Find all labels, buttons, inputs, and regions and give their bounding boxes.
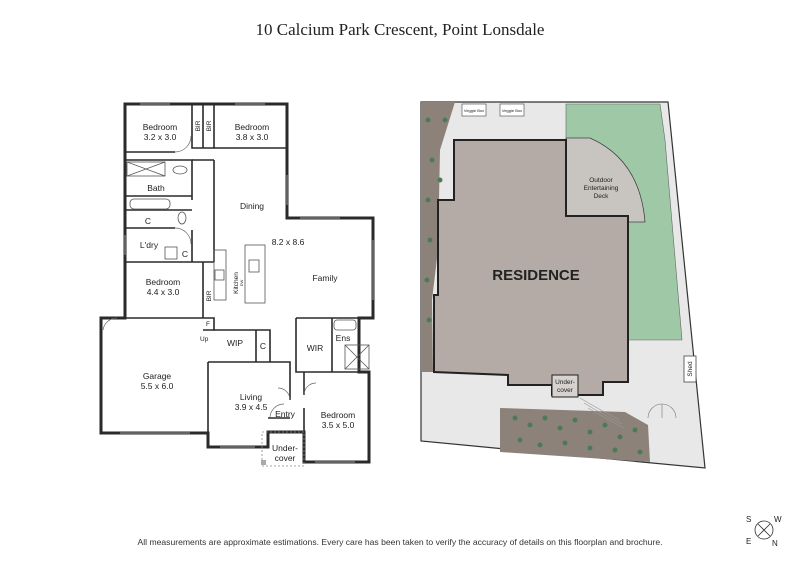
compass-e: E bbox=[746, 537, 751, 546]
room-bath-label: Bath bbox=[147, 183, 165, 193]
room-bedroom4-dims: 3.5 x 5.0 bbox=[322, 420, 355, 430]
room-garage-dims: 5.5 x 6.0 bbox=[141, 381, 174, 391]
room-bir3-label: BIR bbox=[206, 290, 213, 301]
interior-walls bbox=[100, 104, 359, 433]
room-garage-label: Garage bbox=[143, 371, 172, 381]
room-bedroom1-dims: 3.2 x 3.0 bbox=[144, 132, 177, 142]
room-bir2-label: BIR bbox=[206, 120, 213, 131]
room-main-dims: 8.2 x 8.6 bbox=[272, 237, 305, 247]
compass-n: N bbox=[772, 539, 778, 548]
room-living2-dims: 3.9 x 4.5 bbox=[235, 402, 268, 412]
room-wip-label: WIP bbox=[227, 338, 243, 348]
door-swings bbox=[102, 135, 317, 419]
room-entry-label: Entry bbox=[275, 409, 296, 419]
room-bedroom3-label: Bedroom bbox=[146, 277, 181, 287]
room-living2-label: Living bbox=[240, 392, 262, 402]
room-laundry-label: L'dry bbox=[140, 240, 159, 250]
room-cupboard2-label: C bbox=[182, 249, 188, 259]
room-family-label: Family bbox=[312, 273, 338, 283]
room-bedroom4-label: Bedroom bbox=[321, 410, 356, 420]
room-cupboard1-label: C bbox=[145, 216, 151, 226]
room-kitchen-label: Kitchen bbox=[233, 272, 240, 294]
room-undercover-label-1: Under- bbox=[272, 443, 298, 453]
compass-s: S bbox=[746, 515, 751, 524]
windows bbox=[120, 103, 374, 463]
room-bedroom3-dims: 4.4 x 3.0 bbox=[147, 287, 180, 297]
compass-w: W bbox=[774, 515, 782, 524]
room-bir1-label: BIR bbox=[195, 120, 202, 131]
room-dining-label: Dining bbox=[240, 201, 264, 211]
room-wir-label: WIR bbox=[307, 343, 324, 353]
compass-circle bbox=[754, 520, 774, 540]
entry-undercover-outline bbox=[261, 431, 305, 467]
page-title: 10 Calcium Park Crescent, Point Lonsdale bbox=[255, 20, 545, 39]
entry-undercover-post bbox=[261, 460, 266, 465]
room-bedroom2-dims: 3.8 x 3.0 bbox=[236, 132, 269, 142]
room-dw-label: DW bbox=[239, 279, 244, 286]
room-bedroom2-label: Bedroom bbox=[235, 122, 270, 132]
room-bedroom1-label: Bedroom bbox=[143, 122, 178, 132]
room-undercover-label-2: cover bbox=[275, 453, 296, 463]
disclaimer-footer: All measurements are approximate estimat… bbox=[137, 537, 663, 547]
bath-fixtures bbox=[126, 161, 370, 370]
kitchen-fixtures bbox=[213, 244, 266, 304]
room-up-label: Up bbox=[200, 336, 209, 343]
compass-line-b bbox=[757, 523, 771, 537]
room-ens-label: Ens bbox=[336, 333, 351, 343]
room-cupboard3-label: C bbox=[260, 341, 266, 351]
compass-rose: S W E N bbox=[746, 515, 782, 548]
room-fridge-label: F bbox=[206, 321, 210, 328]
